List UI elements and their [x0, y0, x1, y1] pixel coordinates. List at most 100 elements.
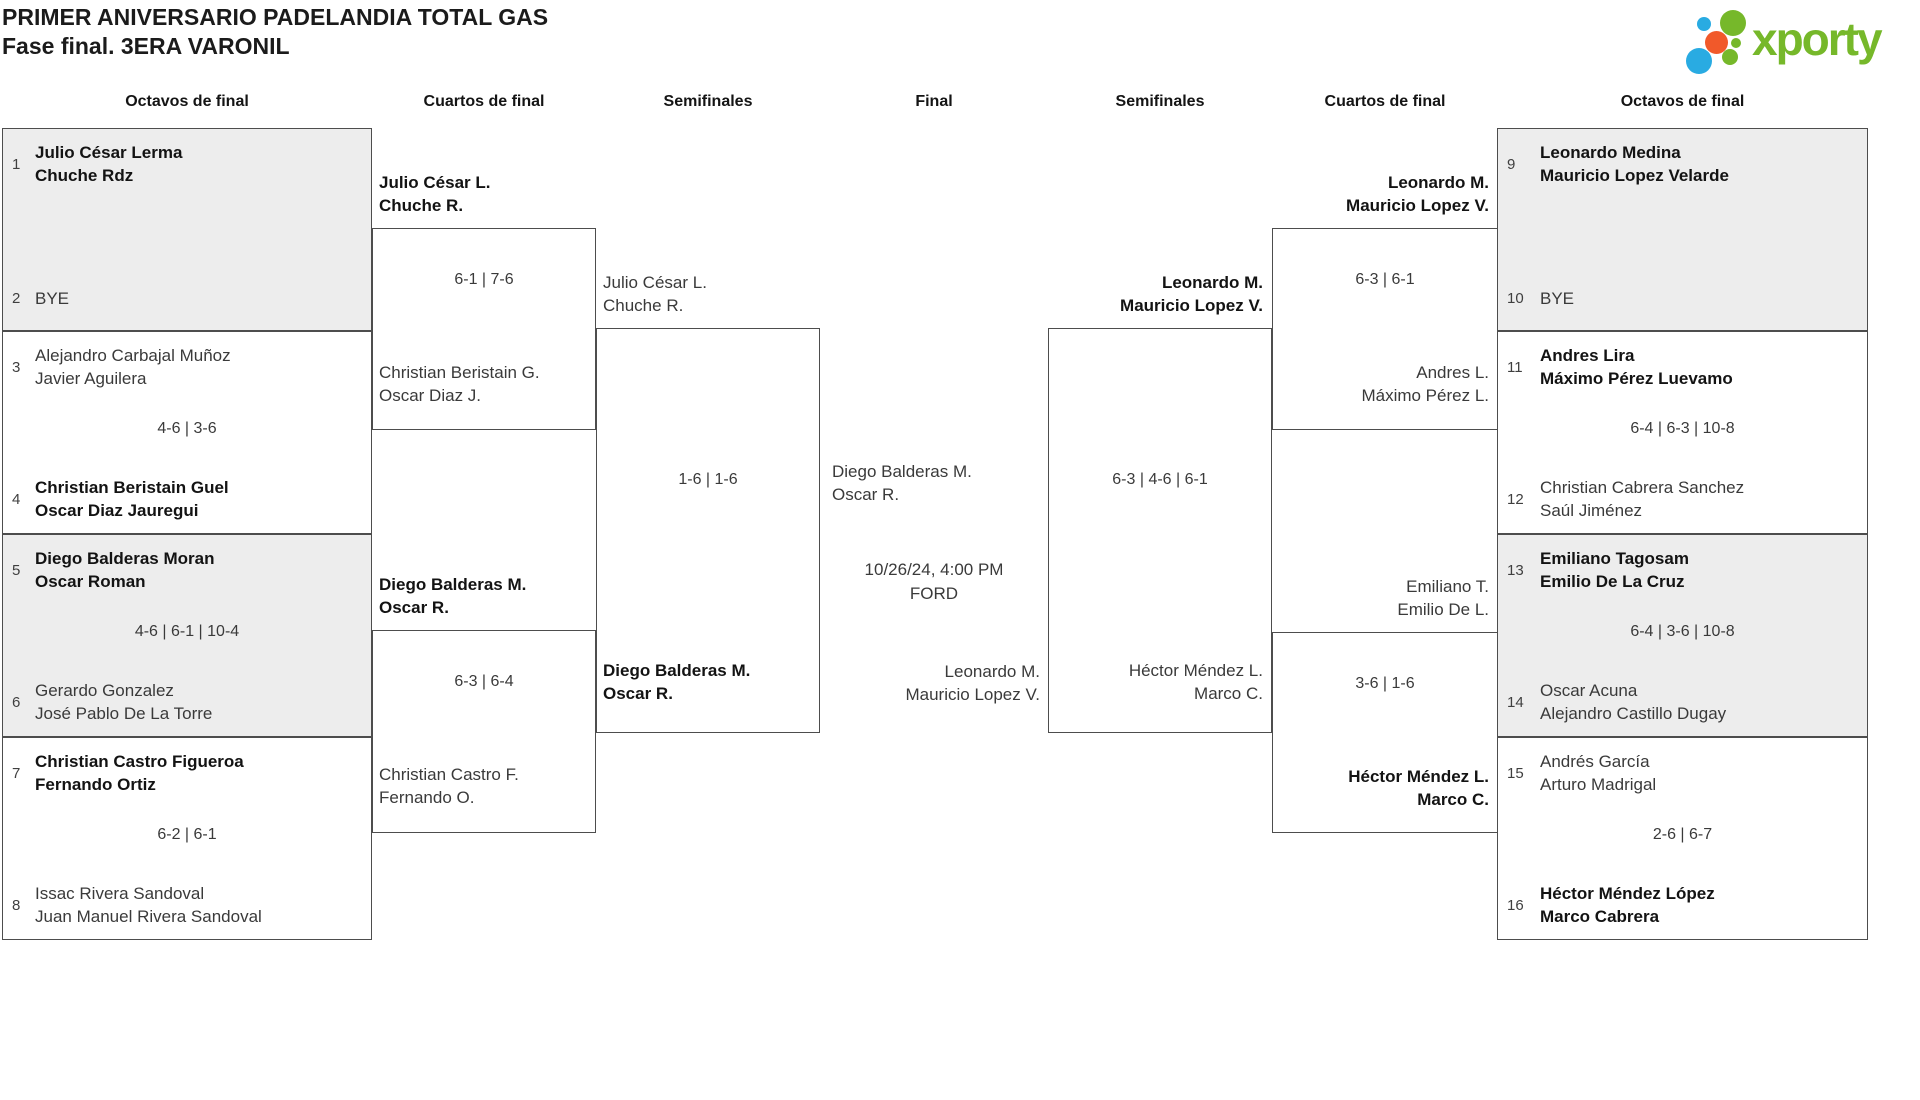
team-line: Alejandro Carbajal Muñoz	[35, 346, 231, 365]
match-box-octavos-1-2: 1 Julio César Lerma Chuche Rdz 2 BYE	[2, 128, 372, 331]
match-score: 6-4 | 6-3 | 10-8	[1630, 420, 1735, 437]
team-line: Diego Balderas Moran	[35, 549, 215, 568]
team-line: Javier Aguilera	[35, 369, 147, 388]
round-header-cuartos-left: Cuartos de final	[423, 93, 545, 110]
match-box-octavos-5-6: 5 Diego Balderas Moran Oscar Roman 4-6 |…	[2, 534, 372, 737]
team-line: Andres L.	[1416, 363, 1489, 382]
team-line: Oscar Diaz Jauregui	[35, 501, 199, 520]
match-box-octavos-11-12: 11 Andres Lira Máximo Pérez Luevamo 6-4 …	[1497, 331, 1868, 534]
team-line: Emilio De L.	[1397, 600, 1489, 619]
team-row: 5 Diego Balderas Moran Oscar Roman	[12, 547, 215, 593]
match-score: 6-3 | 4-6 | 6-1	[1112, 471, 1208, 488]
seed-number: 4	[12, 490, 21, 508]
team-row: 12 Christian Cabrera Sanchez Saúl Jiméne…	[1507, 476, 1744, 522]
round-header-cuartos-right: Cuartos de final	[1324, 93, 1446, 110]
round-header-octavos-right: Octavos de final	[1620, 93, 1745, 110]
team-line: Emilio De La Cruz	[1540, 572, 1685, 591]
seed-number: 3	[12, 358, 21, 376]
match-score: 4-6 | 6-1 | 10-4	[134, 623, 240, 640]
team-line: Oscar R.	[379, 598, 449, 617]
team-line: José Pablo De La Torre	[35, 704, 213, 723]
seed-number: 5	[12, 561, 21, 579]
round-header-octavos-left: Octavos de final	[125, 93, 249, 110]
team-line: Diego Balderas M.	[379, 575, 527, 594]
seed-number: 10	[1507, 290, 1524, 307]
team-names: Emiliano Tagosam Emilio De La Cruz	[1540, 547, 1689, 593]
match-box-cuartos-right-2: Emiliano T. Emilio De L. 3-6 | 1-6 Hécto…	[1272, 577, 1498, 833]
round-header-semis-right: Semifinales	[1115, 93, 1205, 110]
team-row: 8 Issac Rivera Sandoval Juan Manuel Rive…	[12, 882, 262, 928]
team-names: Christian Beristain Guel Oscar Diaz Jaur…	[35, 476, 229, 522]
match-score: 6-3 | 6-4	[454, 673, 514, 690]
team-names: Julio César L. Chuche R.	[603, 271, 707, 317]
team-line: Oscar Roman	[35, 572, 146, 591]
team-names: Héctor Méndez L. Marco C.	[1348, 765, 1489, 811]
team-row: 16 Héctor Méndez López Marco Cabrera	[1507, 882, 1715, 928]
team-line: Oscar Diaz J.	[379, 386, 482, 405]
team-row: 1 Julio César Lerma Chuche Rdz	[12, 141, 182, 187]
team-row: 13 Emiliano Tagosam Emilio De La Cruz	[1507, 547, 1689, 593]
match-score: 6-2 | 6-1	[157, 826, 217, 843]
team-line: Diego Balderas M.	[603, 661, 751, 680]
team-names: Christian Castro Figueroa Fernando Ortiz	[35, 750, 244, 796]
team-line: Héctor Méndez L.	[1348, 767, 1489, 786]
team-line: Julio César L.	[603, 273, 707, 292]
team-line: Marco Cabrera	[1540, 907, 1660, 926]
team-names: Christian Cabrera Sanchez Saúl Jiménez	[1540, 476, 1744, 522]
match-score: 3-6 | 1-6	[1355, 675, 1415, 692]
final-datetime: 10/26/24, 4:00 PM	[864, 560, 1004, 579]
team-line: Fernando Ortiz	[35, 775, 156, 794]
seed-number: 9	[1507, 155, 1516, 173]
logo-dot-icon	[1731, 38, 1741, 48]
logo-dot-icon	[1697, 17, 1711, 31]
team-row: 7 Christian Castro Figueroa Fernando Ort…	[12, 750, 244, 796]
team-line: Alejandro Castillo Dugay	[1540, 704, 1727, 723]
page-subtitle: Fase final. 3ERA VARONIL	[2, 33, 290, 59]
team-line: Leonardo Medina	[1540, 143, 1681, 162]
team-line: Christian Castro Figueroa	[35, 752, 244, 771]
team-row: 2 BYE	[12, 287, 69, 310]
team-names: Andres L. Máximo Pérez L.	[1361, 361, 1489, 407]
team-names: Julio César Lerma Chuche Rdz	[35, 141, 182, 187]
team-row: 6 Gerardo Gonzalez José Pablo De La Torr…	[12, 679, 212, 725]
team-line: Oscar R.	[603, 684, 673, 703]
match-box-octavos-13-14: 13 Emiliano Tagosam Emilio De La Cruz 6-…	[1497, 534, 1868, 737]
team-line: Leonardo M.	[944, 662, 1040, 681]
team-line: Christian Castro F.	[379, 765, 519, 784]
seed-number: 15	[1507, 764, 1524, 782]
final-team-right: Leonardo M. Mauricio Lopez V.	[820, 660, 1040, 706]
team-names: BYE	[1540, 287, 1574, 310]
seed-number: 11	[1507, 358, 1523, 376]
team-line: Marco C.	[1194, 684, 1263, 703]
team-line: Máximo Pérez Luevamo	[1540, 369, 1733, 388]
match-box-cuartos-right-1: Leonardo M. Mauricio Lopez V. 6-3 | 6-1 …	[1272, 173, 1498, 430]
team-row: 4 Christian Beristain Guel Oscar Diaz Ja…	[12, 476, 229, 522]
team-line: Christian Beristain G.	[379, 363, 540, 382]
seed-number: 13	[1507, 561, 1524, 579]
team-line: Chuche R.	[603, 296, 684, 315]
logo-dot-icon	[1686, 48, 1712, 74]
team-line: Marco C.	[1417, 790, 1489, 809]
seed-number: 6	[12, 693, 21, 711]
match-score: 6-4 | 3-6 | 10-8	[1630, 623, 1735, 640]
team-line: Diego Balderas M.	[832, 462, 972, 481]
logo-dot-icon	[1705, 31, 1728, 54]
logo-wordmark: xporty	[1752, 13, 1883, 65]
match-box-octavos-9-10: 9 Leonardo Medina Mauricio Lopez Velarde…	[1497, 128, 1868, 331]
team-line: Emiliano Tagosam	[1540, 549, 1689, 568]
match-score: 6-3 | 6-1	[1355, 271, 1415, 288]
team-line: Juan Manuel Rivera Sandoval	[35, 907, 262, 926]
team-line: Mauricio Lopez V.	[905, 685, 1040, 704]
team-line: BYE	[35, 289, 70, 308]
seed-number: 16	[1507, 896, 1524, 914]
team-names: Héctor Méndez L. Marco C.	[1129, 659, 1263, 705]
match-box-octavos-7-8: 7 Christian Castro Figueroa Fernando Ort…	[2, 737, 372, 940]
team-line: Saúl Jiménez	[1540, 501, 1643, 520]
xporty-logo[interactable]: xporty	[1686, 4, 1918, 76]
match-box-cuartos-left-2: Diego Balderas M. Oscar R. 6-3 | 6-4 Chr…	[372, 575, 596, 833]
team-line: Christian Cabrera Sanchez	[1540, 478, 1745, 497]
team-names: Andrés García Arturo Madrigal	[1540, 750, 1656, 796]
seed-number: 1	[12, 155, 21, 173]
team-names: Julio César L. Chuche R.	[379, 171, 490, 217]
